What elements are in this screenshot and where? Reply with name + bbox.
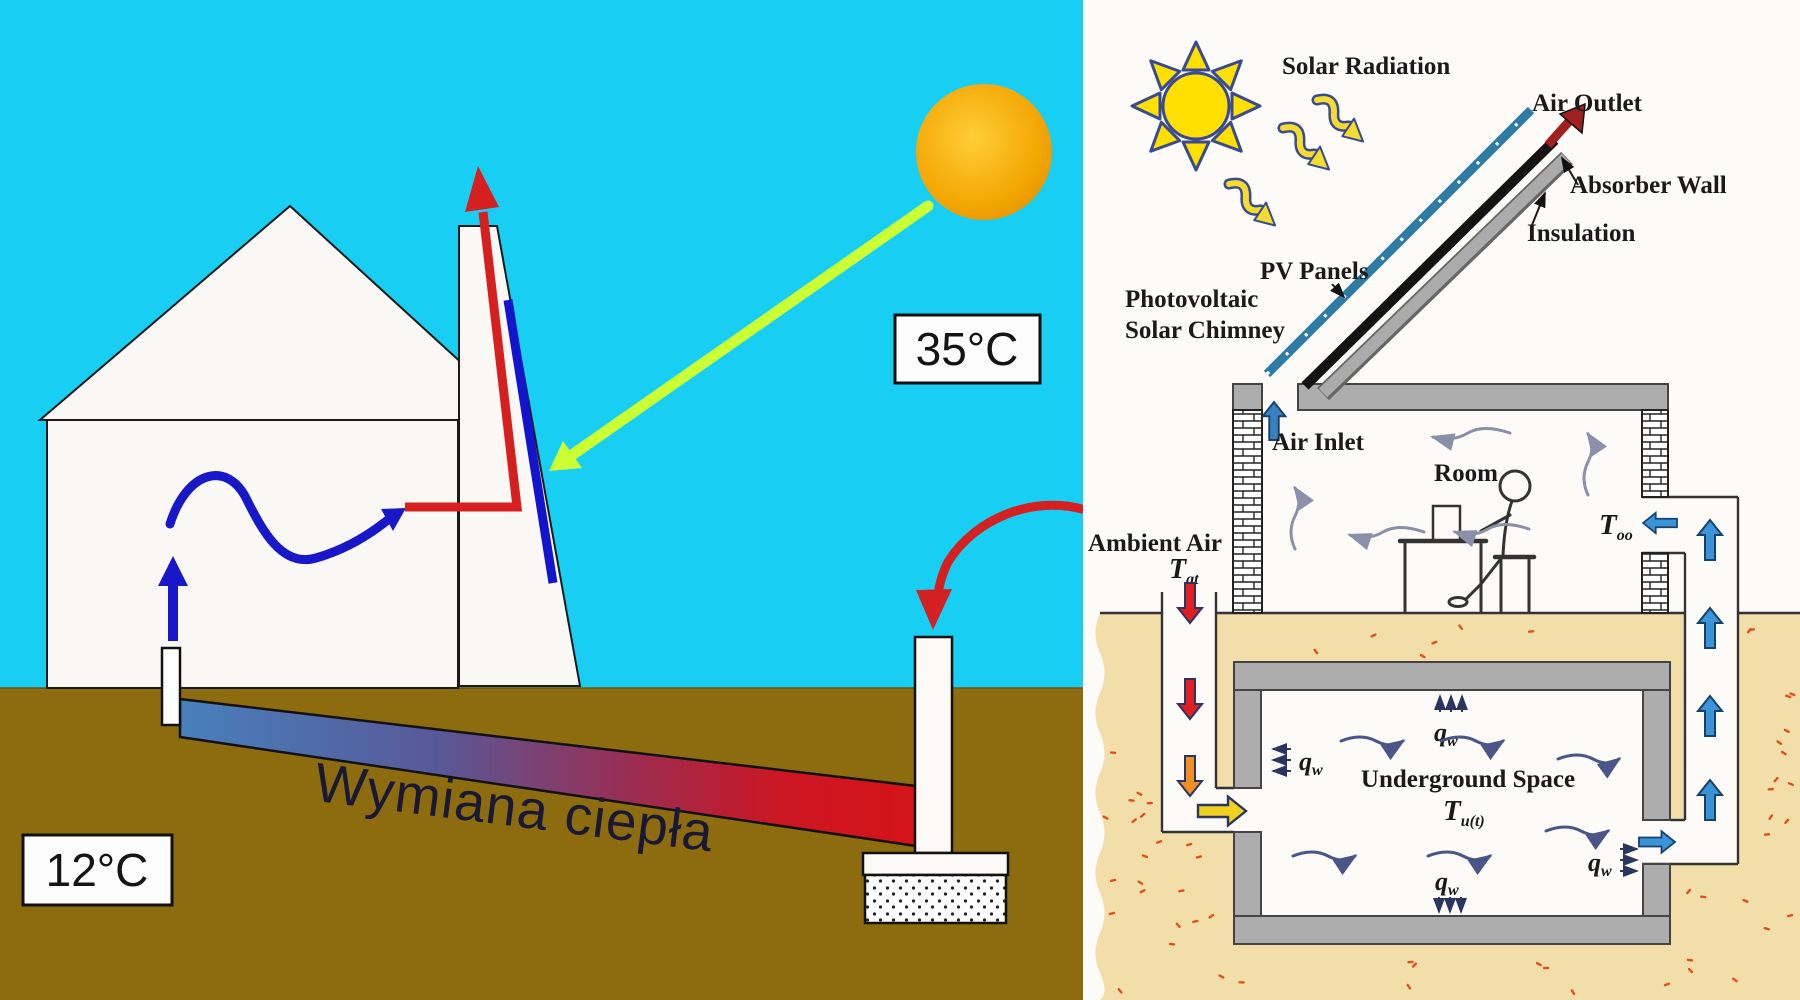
right-brick-wall-lower [1641, 552, 1669, 614]
building [1232, 383, 1669, 614]
sun-icon [1130, 40, 1262, 172]
room-airflow-wavy-arrow [165, 471, 406, 565]
svg-text:12°C: 12°C [46, 844, 149, 896]
air-outlet-label: Air Outlet [1532, 90, 1643, 117]
tower-footing-gravel [863, 873, 1008, 925]
chimney-absorber-strip [503, 299, 558, 584]
right-brick-wall-upper [1641, 409, 1669, 498]
svg-text:qw: qw [1299, 747, 1323, 779]
underground-space-walls [1233, 661, 1671, 945]
sun-ray-arrow [549, 200, 934, 471]
photovoltaic-label-line1: Photovoltaic [1125, 286, 1258, 313]
underground-airflow-arrows [1291, 735, 1622, 876]
underground-temp-symbol: Tu(t) [1443, 795, 1485, 830]
sun [916, 84, 1052, 220]
house [37, 204, 582, 689]
right-panel-diagram: Solar Radiation Air Outlet Absorber Wall… [1083, 0, 1800, 1000]
room-airflow-arrows [1289, 427, 1608, 551]
wall-heat-flux-bottom: qw [1433, 867, 1467, 914]
insulation-label: Insulation [1527, 220, 1635, 247]
svg-text:qw: qw [1435, 867, 1459, 899]
wall-heat-flux-left: qw [1271, 743, 1323, 779]
wall-heat-flux-right: qw [1588, 843, 1639, 880]
pv-panels-label: PV Panels [1260, 258, 1369, 285]
pv-panel-strip [1263, 106, 1535, 378]
floor-inlet-pipe [160, 646, 182, 727]
exhaust-tower [913, 635, 954, 855]
room-label: Room [1434, 460, 1498, 487]
ambient-air-label: Ambient Air [1088, 530, 1222, 557]
outlet-temp-symbol: Too [1599, 509, 1633, 544]
solar-radiation-label: Solar Radiation [1282, 53, 1450, 80]
air-temperature-badge: 35°C [893, 313, 1042, 385]
chimney-hot-air-arrow [405, 166, 523, 512]
house-body [46, 419, 459, 689]
pv-solar-chimney [1263, 106, 1573, 401]
underground-space-label: Underground Space [1361, 766, 1575, 793]
air-inlet-label: Air Inlet [1272, 429, 1365, 456]
roof-slab [1297, 383, 1669, 411]
insulation-leader [1531, 191, 1546, 226]
warm-air-down-arrow [916, 500, 1083, 630]
house-roof [37, 204, 527, 421]
air-outlet-arrow [1544, 102, 1586, 148]
absorber-wall-label: Absorber Wall [1570, 172, 1727, 199]
svg-text:35°C: 35°C [916, 323, 1019, 375]
underground-space-interior [1261, 690, 1642, 916]
left-brick-wall [1232, 409, 1263, 614]
absorber-wall-leader [1560, 156, 1579, 186]
left-panel-diagram: Wymiana ciepła 35°C 12°C [0, 0, 1083, 1000]
left-wall-cap [1232, 383, 1263, 411]
absorber-wall-strip [1301, 136, 1559, 390]
svg-text:qw: qw [1588, 848, 1612, 880]
cool-air-up-arrow [158, 556, 188, 641]
soil-speckles [1102, 624, 1796, 996]
tower-footing-plate [861, 851, 1010, 877]
photovoltaic-label-line2: Solar Chimney [1125, 317, 1285, 344]
pv-panels-leader [1330, 282, 1346, 299]
ground-temperature-badge: 12°C [21, 833, 174, 907]
